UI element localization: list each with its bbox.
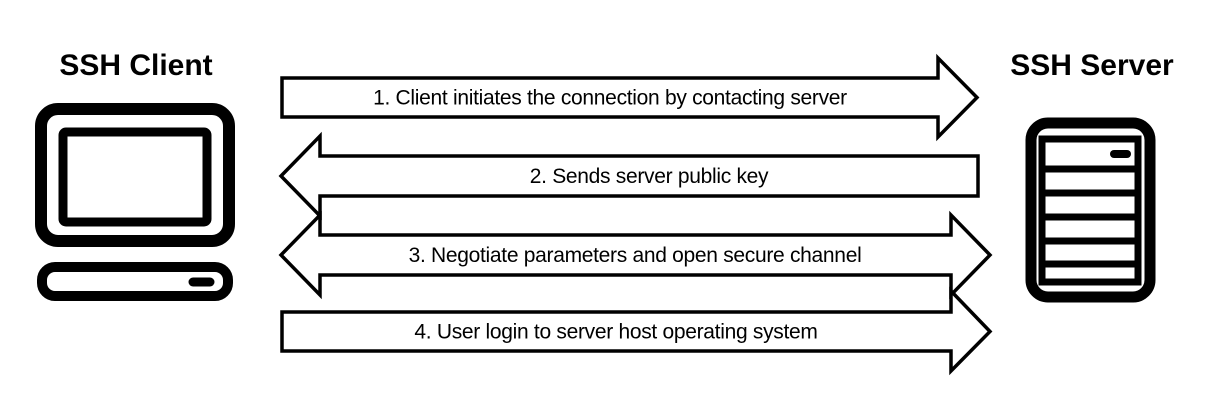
step-4-label: 4. User login to server host operating s… <box>414 321 817 344</box>
arrow-both-shape <box>278 210 993 300</box>
monitor-outline <box>35 103 235 247</box>
step-2-label: 2. Sends server public key <box>530 165 769 188</box>
arrow-right-shape <box>280 286 993 376</box>
server-panel <box>1038 135 1142 286</box>
step-arrow-4: 4. User login to server host operating s… <box>280 286 993 376</box>
ssh-client-title: SSH Client <box>59 49 212 82</box>
step-arrow-1: 1. Client initiates the connection by co… <box>280 53 980 142</box>
step-3-label: 3. Negotiate parameters and open secure … <box>409 244 862 267</box>
desktop-computer-icon <box>35 103 235 301</box>
step-1-label: 1. Client initiates the connection by co… <box>373 87 847 110</box>
ssh-client-node: SSH Client <box>35 49 235 301</box>
ssh-server-title: SSH Server <box>1010 49 1174 82</box>
server-outline <box>1025 117 1156 303</box>
step-arrow-2: 2. Sends server public key <box>278 131 980 221</box>
arrow-right-shape <box>280 53 980 142</box>
monitor-screen <box>58 127 212 227</box>
arrow-left-shape <box>278 131 980 221</box>
computer-base <box>37 262 233 301</box>
server-tower-icon <box>1025 117 1156 303</box>
ssh-server-node: SSH Server <box>1010 49 1174 303</box>
step-arrow-3: 3. Negotiate parameters and open secure … <box>278 210 993 300</box>
